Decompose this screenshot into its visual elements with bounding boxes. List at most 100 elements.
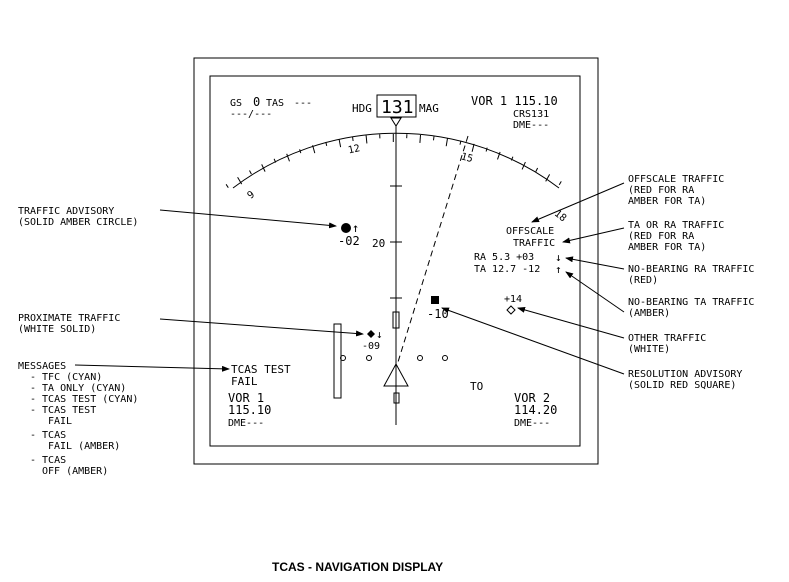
compass-tick: [510, 156, 514, 161]
compass-label-9: 9: [246, 189, 257, 201]
callout-no-bearing-ra-1: NO-BEARING RA TRAFFIC: [628, 264, 754, 275]
vor1-name: VOR 1: [228, 391, 264, 405]
vor2-dme: DME---: [514, 418, 550, 429]
tcas-message-line2: FAIL: [231, 375, 258, 388]
callout-messages-2: - TA ONLY (CYAN): [30, 383, 126, 394]
compass-tick: [545, 174, 551, 182]
callout-ta-ra-1: TA OR RA TRAFFIC: [628, 220, 724, 231]
resolution-advisory-symbol-icon: [431, 296, 439, 304]
ta-trend-arrow-icon: ↑: [352, 221, 359, 235]
leader-ta-ra: [562, 227, 625, 244]
other-altitude: +14: [504, 294, 522, 305]
callout-messages-4: - TCAS TEST: [30, 405, 96, 416]
compass-tick: [419, 134, 421, 143]
compass-tick: [225, 184, 229, 188]
compass-tick: [497, 151, 501, 160]
leader-no-bearing-ra: [565, 256, 625, 270]
compass-tick: [249, 170, 252, 175]
to-label: TO: [470, 380, 483, 393]
vor1-frequency: 115.10: [228, 403, 271, 417]
leader-messages: [74, 364, 230, 372]
leader-offscale: [531, 182, 625, 223]
aircraft-symbol-icon: [383, 362, 409, 387]
ra-row: RA 5.3 +03: [474, 252, 534, 263]
compass-tick: [312, 145, 316, 154]
compass-tick: [273, 158, 277, 163]
leader-no-bearing-ta: [565, 271, 625, 313]
leader-proximate-traffic: [159, 318, 364, 337]
leader-other-traffic: [517, 307, 625, 339]
callout-messages-0: MESSAGES: [18, 361, 66, 372]
callout-no-bearing-ta-1: NO-BEARING TA TRAFFIC: [628, 297, 754, 308]
tail-marker: [393, 392, 400, 404]
callout-ta-ra-3: AMBER FOR TA): [628, 242, 706, 253]
tas-value: ---: [294, 98, 312, 109]
callout-resolution-advisory-1: RESOLUTION ADVISORY: [628, 369, 742, 380]
tas-label: TAS: [266, 98, 284, 109]
heading-value: 131: [381, 97, 414, 118]
compass-tick: [535, 167, 539, 172]
callout-resolution-advisory-2: (SOLID RED SQUARE): [628, 380, 736, 391]
compass-tick: [445, 138, 448, 147]
outer-bezel: [193, 57, 599, 465]
vor2-name: VOR 2: [514, 391, 550, 405]
callout-messages-8: - TCAS: [30, 455, 66, 466]
ta-row-trend-arrow-icon: ↑: [555, 263, 562, 276]
callout-messages-6: - TCAS: [30, 430, 66, 441]
gs-label: GS: [230, 98, 242, 109]
heading-box: [376, 94, 417, 118]
vor1-header: VOR 1 115.10: [471, 94, 558, 108]
callout-proximate-traffic-1: PROXIMATE TRAFFIC: [18, 313, 120, 324]
compass-tick: [558, 181, 562, 186]
other-traffic-symbol-icon: [506, 305, 516, 315]
callout-other-traffic-1: OTHER TRAFFIC: [628, 333, 706, 344]
callout-messages-7: FAIL (AMBER): [48, 441, 120, 452]
callout-offscale-3: AMBER FOR TA): [628, 196, 706, 207]
vor2-frequency: 114.20: [514, 403, 557, 417]
callout-other-traffic-2: (WHITE): [628, 344, 670, 355]
callout-offscale-1: OFFSCALE TRAFFIC: [628, 174, 724, 185]
hdg-label: HDG: [352, 102, 372, 115]
compass-tick: [459, 140, 462, 145]
compass-tick: [237, 176, 243, 185]
dme-top: DME---: [513, 120, 549, 131]
course-value: CRS131: [513, 109, 549, 120]
gs-value: 0: [253, 95, 260, 109]
compass-tick: [352, 136, 354, 142]
ta-row: TA 12.7 -12: [474, 264, 540, 275]
tcas-message-line1: TCAS TEST: [231, 363, 291, 376]
mag-label: MAG: [419, 102, 439, 115]
compass-tick: [471, 143, 475, 152]
compass-tick: [325, 141, 328, 147]
callout-traffic-advisory-1: TRAFFIC ADVISORY: [18, 206, 114, 217]
compass-tick: [338, 139, 342, 148]
compass-label-15: 15: [460, 151, 474, 165]
prox-trend-arrow-icon: ↓: [376, 328, 383, 341]
callout-offscale-2: (RED FOR RA: [628, 185, 694, 196]
offscale-line2: TRAFFIC: [513, 238, 555, 249]
compass-tick: [485, 147, 488, 152]
wind-value: ---/---: [230, 109, 272, 120]
ra-trend-arrow-icon: ↓: [555, 251, 562, 264]
callout-no-bearing-ta-2: (AMBER): [628, 308, 670, 319]
callout-proximate-traffic-2: (WHITE SOLID): [18, 324, 96, 335]
compass-tick: [286, 153, 290, 162]
callout-ta-ra-2: (RED FOR RA: [628, 231, 694, 242]
prox-altitude: -09: [362, 341, 380, 352]
compass-ticks: [225, 134, 562, 188]
vor1-dme: DME---: [228, 418, 264, 429]
callout-messages-1: - TFC (CYAN): [30, 372, 102, 383]
callout-traffic-advisory-2: (SOLID AMBER CIRCLE): [18, 217, 138, 228]
course-line: [397, 135, 469, 363]
proximate-traffic-symbol-icon: [367, 330, 375, 338]
deviation-dot: [366, 355, 372, 361]
vertical-scale-bar: [333, 323, 342, 399]
compass-tick: [365, 135, 368, 144]
deviation-dot: [417, 355, 423, 361]
leader-traffic-advisory: [159, 209, 337, 229]
traffic-advisory-symbol-icon: [341, 223, 351, 233]
callout-messages-3: - TCAS TEST (CYAN): [30, 394, 138, 405]
compass-tick: [299, 149, 302, 154]
callout-messages-9: OFF (AMBER): [42, 466, 108, 477]
